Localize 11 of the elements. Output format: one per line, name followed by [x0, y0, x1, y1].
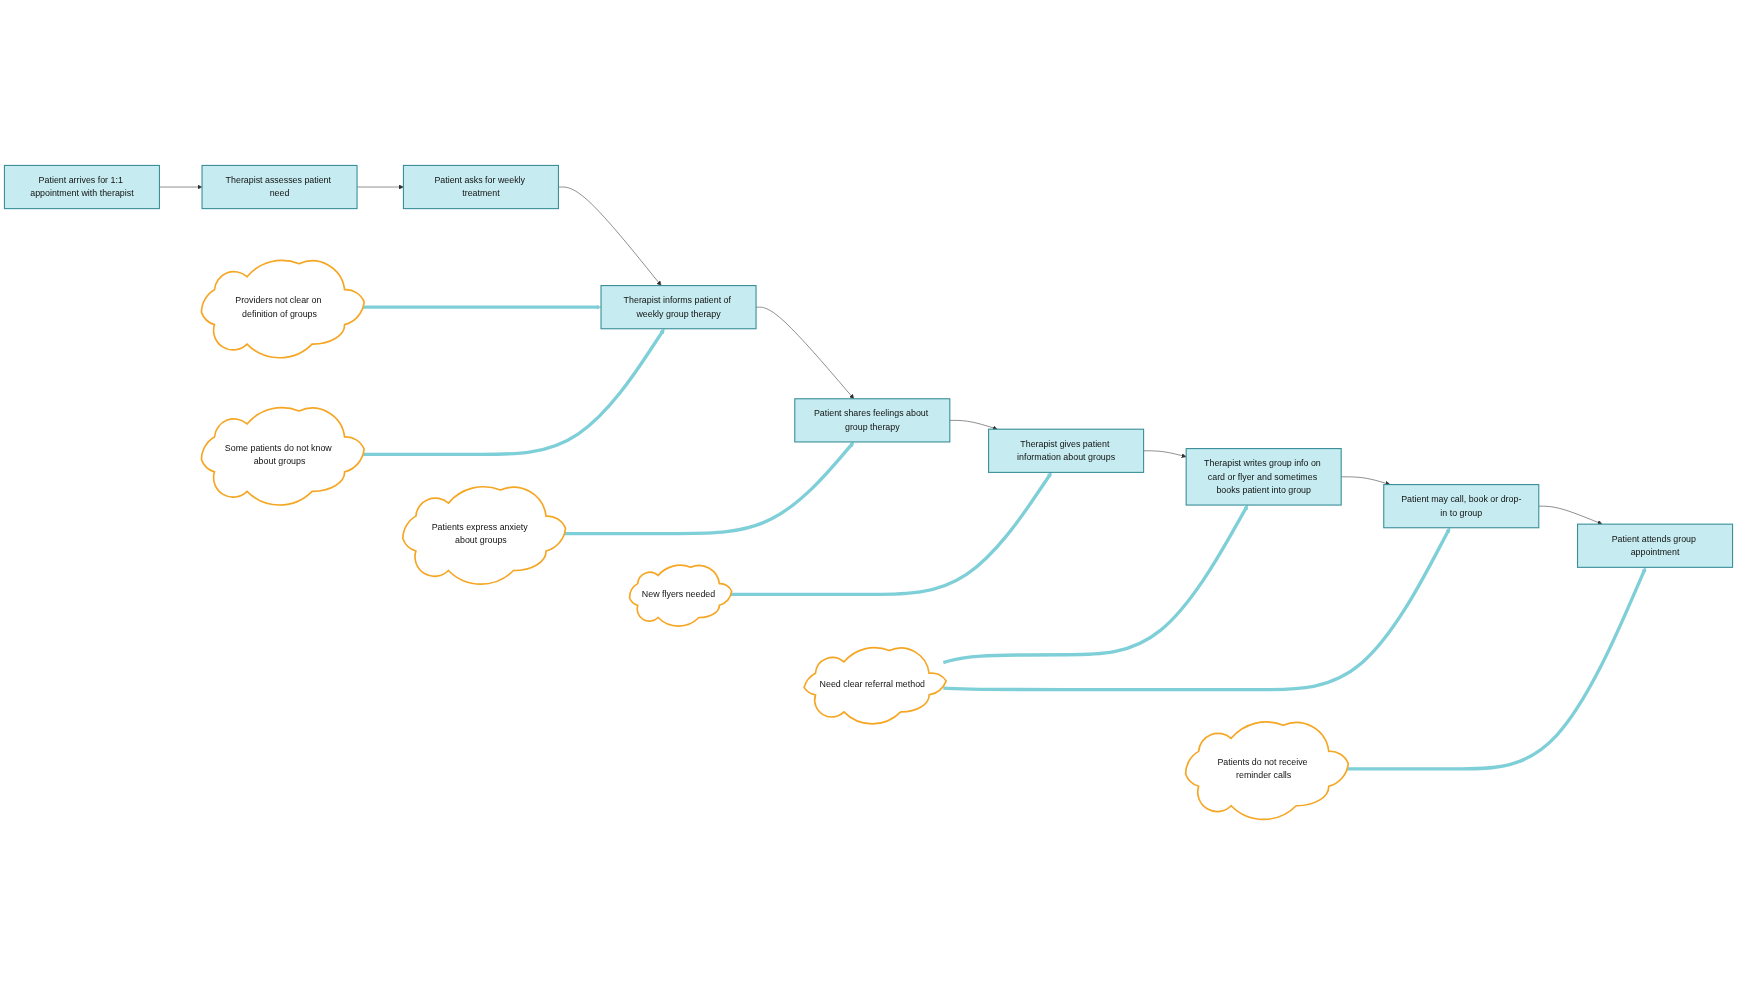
- node-box: Therapist writes group info on card or flyer and sometimes books patient into group: [1185, 448, 1342, 506]
- node-box: Patient arrives for 1:1 appointment with therapist: [3, 164, 160, 210]
- arrow: [942, 504, 1249, 665]
- node-box: Patient asks for weekly treatment: [402, 164, 559, 210]
- node-box: Therapist gives patient information about groups: [988, 428, 1145, 474]
- node-box: Patient shares feelings about group therapy: [794, 398, 951, 443]
- node-box: Patient attends group appointment: [1577, 523, 1734, 568]
- arrow: [943, 527, 1451, 692]
- node-box: Therapist assesses patient need: [201, 164, 358, 210]
- node-box: Therapist informs patient of weekly group therapy: [600, 285, 757, 330]
- node-box: Patient may call, book or drop-in to group: [1383, 484, 1540, 529]
